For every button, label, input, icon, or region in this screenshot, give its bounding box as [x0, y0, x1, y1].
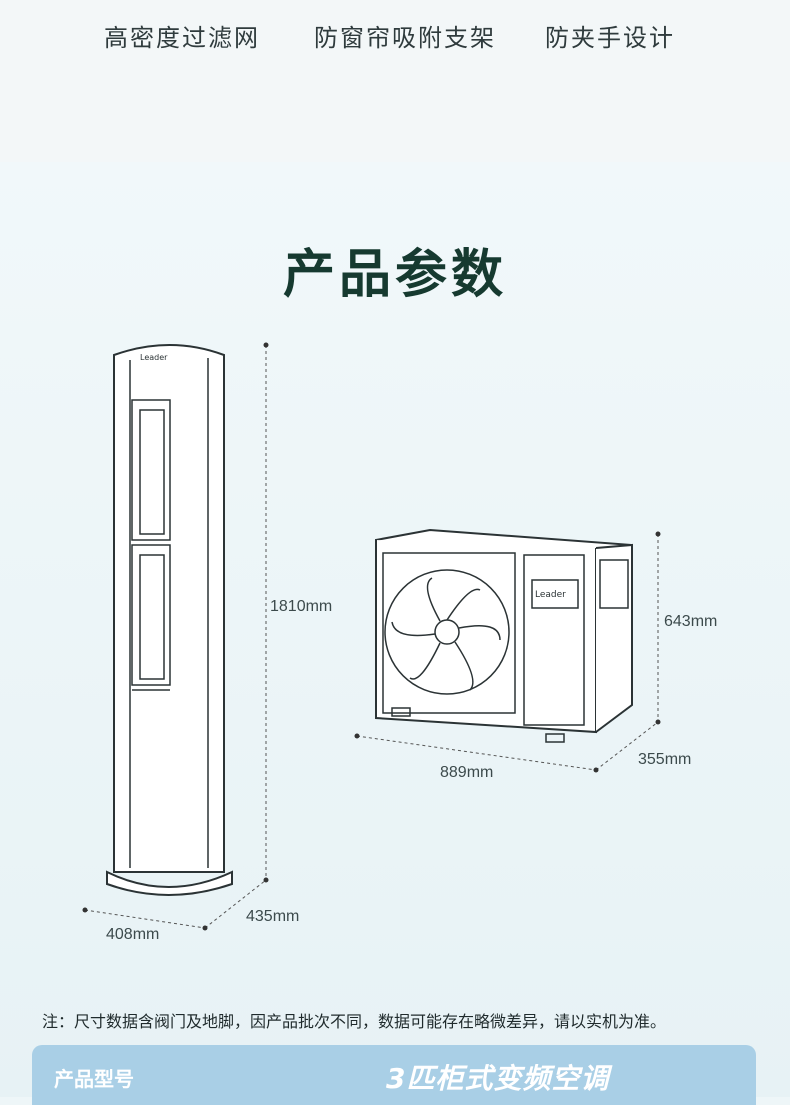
spec-table-header: 产品型号 3匹柜式变频空调: [32, 1045, 756, 1105]
model-value: 3匹柜式变频空调: [386, 1062, 610, 1095]
outdoor-brand-logo: Leader: [535, 590, 566, 600]
indoor-depth-label: 435mm: [246, 908, 300, 925]
section-title: 产品参数: [282, 245, 507, 305]
feature-anti-pinch: 防夹手设计: [545, 24, 675, 52]
outdoor-dimension-lines: [356, 534, 659, 771]
outdoor-height-label: 643mm: [664, 613, 718, 630]
dimension-note: 注：尺寸数据含阀门及地脚，因产品批次不同，数据可能存在略微差异，请以实机为准。: [42, 1012, 667, 1031]
outdoor-depth-label: 355mm: [638, 751, 692, 768]
indoor-width-label: 408mm: [106, 926, 160, 943]
outdoor-unit-illustration: [375, 528, 633, 743]
indoor-dimension-lines: [84, 345, 267, 929]
indoor-height-label: 1810mm: [270, 598, 333, 615]
feature-filter: 高密度过滤网: [104, 24, 260, 52]
outdoor-width-label: 889mm: [440, 764, 494, 781]
outdoor-fan-icon: [384, 569, 510, 695]
feature-strip: 高密度过滤网 防窗帘吸附支架 防夹手设计: [0, 0, 790, 162]
feature-curtain: 防窗帘吸附支架: [314, 24, 496, 52]
product-drawings: Leader Leader: [82, 342, 661, 931]
indoor-brand-logo: Leader: [140, 353, 168, 362]
model-label: 产品型号: [54, 1067, 134, 1091]
indoor-unit-illustration: [106, 344, 233, 896]
